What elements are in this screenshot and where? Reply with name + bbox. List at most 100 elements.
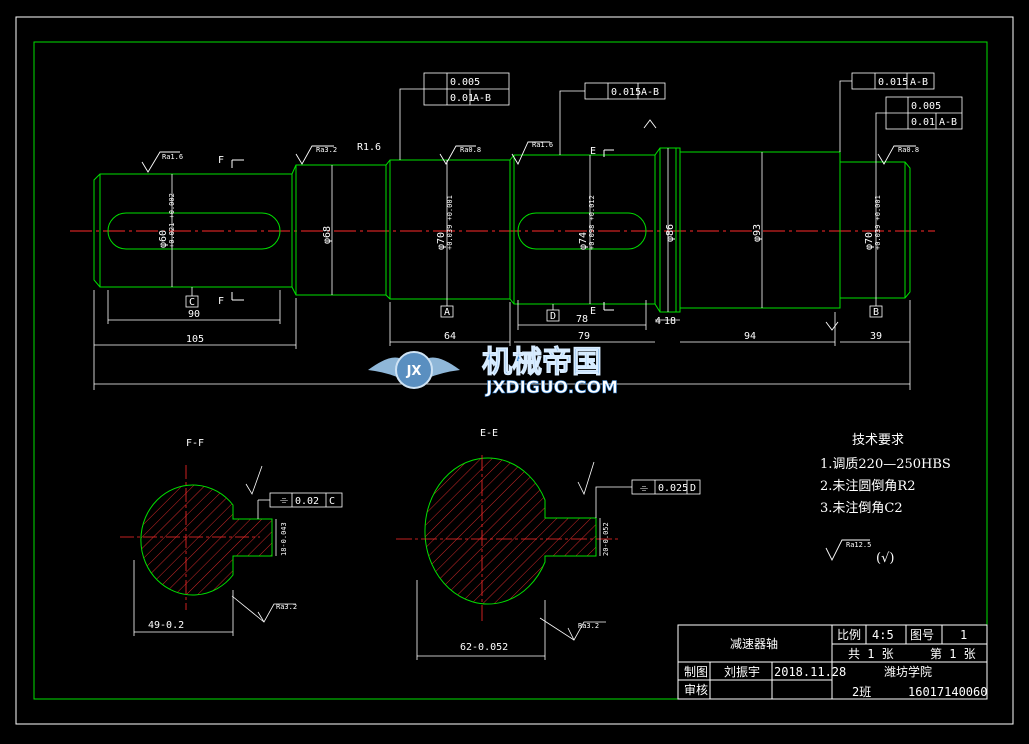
tb-school: 潍坊学院 [884, 664, 932, 679]
datum-a: A [444, 307, 450, 318]
tb-drawer: 刘振宇 [724, 665, 760, 679]
dia-70b-label: φ70 [864, 232, 875, 250]
dia-74-tol: +0.098 +0.012 [588, 195, 596, 250]
req-mark: (√) [876, 551, 894, 566]
cut-f-bottom: F [218, 296, 224, 307]
gdt-runout4: 0.015 [878, 77, 908, 88]
len-94: 94 [744, 331, 756, 342]
gdt-ab-3: A-B [939, 117, 957, 128]
tb-class: 2班 [852, 685, 871, 699]
ff-sym-value: 0.02 [295, 496, 319, 507]
tb-part-name: 减速器轴 [730, 636, 778, 651]
section-ee-view: E-E 62-0.052 20-0.052 0.025 D Ra3.2 ⌯ [396, 428, 701, 660]
shaft-outline [93, 147, 911, 313]
ee-sym-value: 0.025 [658, 483, 688, 494]
radius-label: R1.6 [357, 142, 381, 153]
ee-depth-label: 20-0.052 [602, 522, 610, 556]
req-item-1: 1.调质220—250HBS [820, 457, 951, 472]
len-78: 78 [576, 314, 588, 325]
keyway-left [107, 212, 281, 250]
tb-total: 共 1 张 [848, 647, 894, 661]
len-105: 105 [186, 334, 204, 345]
diameter-labels: φ60 +0.021 +0.002 φ68 φ70 +0.039 +0.001 … [158, 142, 882, 250]
length-labels: 90 105 64 78 79 4 18 94 39 [186, 309, 882, 345]
section-cut-letters: F F E E [218, 146, 596, 317]
gdt-circ1: 0.005 [450, 77, 480, 88]
tb-draw-label: 制图 [684, 665, 708, 679]
cut-f-top: F [218, 155, 224, 166]
len-64: 64 [444, 331, 456, 342]
ra-08-a: Ra0.8 [460, 146, 481, 154]
datum-c: C [189, 297, 195, 308]
ra-08-b: Ra0.8 [898, 146, 919, 154]
ff-width-label: 49-0.2 [148, 620, 184, 631]
tb-fig-label: 图号 [910, 628, 934, 642]
ff-sym-icon: ⌯ [280, 495, 288, 506]
keyway-middle [517, 212, 647, 250]
technical-requirements: 技术要求 1.调质220—250HBS 2.未注圆倒角R2 3.未注倒角C2 R… [820, 433, 951, 566]
section-ff-title: F-F [186, 438, 204, 449]
watermark-badge: JX [406, 364, 422, 379]
ra-32: Ra3.2 [316, 146, 337, 154]
gdt-circ2: 0.005 [911, 101, 941, 112]
dia-70b-tol: +0.039 +0.001 [874, 195, 882, 250]
diameter-dim-lines [171, 148, 877, 312]
watermark-logo: JX 机械帝国 JXDIGUO.COM [368, 345, 618, 398]
cut-e-bottom: E [590, 306, 596, 317]
len-79: 79 [578, 331, 590, 342]
len-18: 18 [664, 316, 676, 327]
cut-e-top: E [590, 146, 596, 157]
ee-width-label: 62-0.052 [460, 642, 508, 653]
req-item-2: 2.未注圆倒角R2 [820, 479, 915, 494]
watermark-en: JXDIGUO.COM [485, 378, 618, 398]
watermark-cn: 机械帝国 [482, 345, 602, 380]
len-90: 90 [188, 309, 200, 320]
gdt-frames [399, 72, 963, 162]
dia-74-label: φ74 [578, 232, 589, 250]
gdt-runout3: 0.01 [911, 117, 935, 128]
ee-roughness: Ra3.2 [578, 622, 599, 630]
datum-d: D [550, 311, 556, 322]
gdt-ab-4: A-B [910, 77, 928, 88]
datum-b: B [873, 307, 879, 318]
section-cut-marks [231, 149, 614, 311]
length-dim-lines [93, 290, 911, 390]
ee-sym-ref: D [690, 483, 696, 494]
inner-frame [33, 41, 988, 700]
len-4: 4 [655, 316, 661, 327]
tb-scale-value: 4:5 [872, 628, 894, 642]
dia-70a-label: φ70 [436, 232, 447, 250]
dia-68-label: φ68 [322, 226, 333, 244]
dia-86-label: φ86 [665, 224, 676, 242]
ff-depth-label: 18-0.043 [280, 522, 288, 556]
tb-sheet: 第 1 张 [930, 647, 976, 661]
tb-scale-label: 比例 [837, 628, 861, 642]
roughness-labels: Ra1.6 Ra3.2 Ra0.8 Ra1.6 Ra0.8 [162, 141, 919, 161]
tb-check-label: 审核 [684, 682, 708, 697]
outer-frame [15, 16, 1014, 725]
gdt-ab-1: A-B [473, 93, 491, 104]
title-block-text: 减速器轴 比例 4:5 图号 1 共 1 张 第 1 张 制图 刘振宇 2018… [684, 628, 987, 699]
tb-student-id: 16017140060 [908, 685, 987, 699]
dia-70a-tol: +0.039 +0.001 [446, 195, 454, 250]
section-ff-view: F-F 49-0.2 18-0.043 0.02 C Ra3.2 ⌯ [120, 438, 343, 636]
len-39: 39 [870, 331, 882, 342]
gdt-runout2: 0.015 [611, 87, 641, 98]
roughness-symbols [141, 119, 916, 331]
datum-letters: C A D B [189, 297, 879, 322]
req-roughness: Ra12.5 [846, 541, 871, 549]
tb-date: 2018.11.28 [774, 665, 846, 679]
datum-markers [185, 287, 883, 322]
dia-93-label: φ93 [752, 224, 763, 242]
section-ee-title: E-E [480, 428, 498, 439]
ra-16-mid: Ra1.6 [532, 141, 553, 149]
dia-60-tol: +0.021 +0.002 [168, 193, 176, 248]
req-item-3: 3.未注倒角C2 [820, 501, 903, 516]
ra-16-left: Ra1.6 [162, 153, 183, 161]
ff-roughness: Ra3.2 [276, 603, 297, 611]
dia-60-label: φ60 [158, 230, 169, 248]
gdt-runout1: 0.01 [450, 93, 474, 104]
ee-sym-icon: ⌯ [640, 483, 648, 494]
